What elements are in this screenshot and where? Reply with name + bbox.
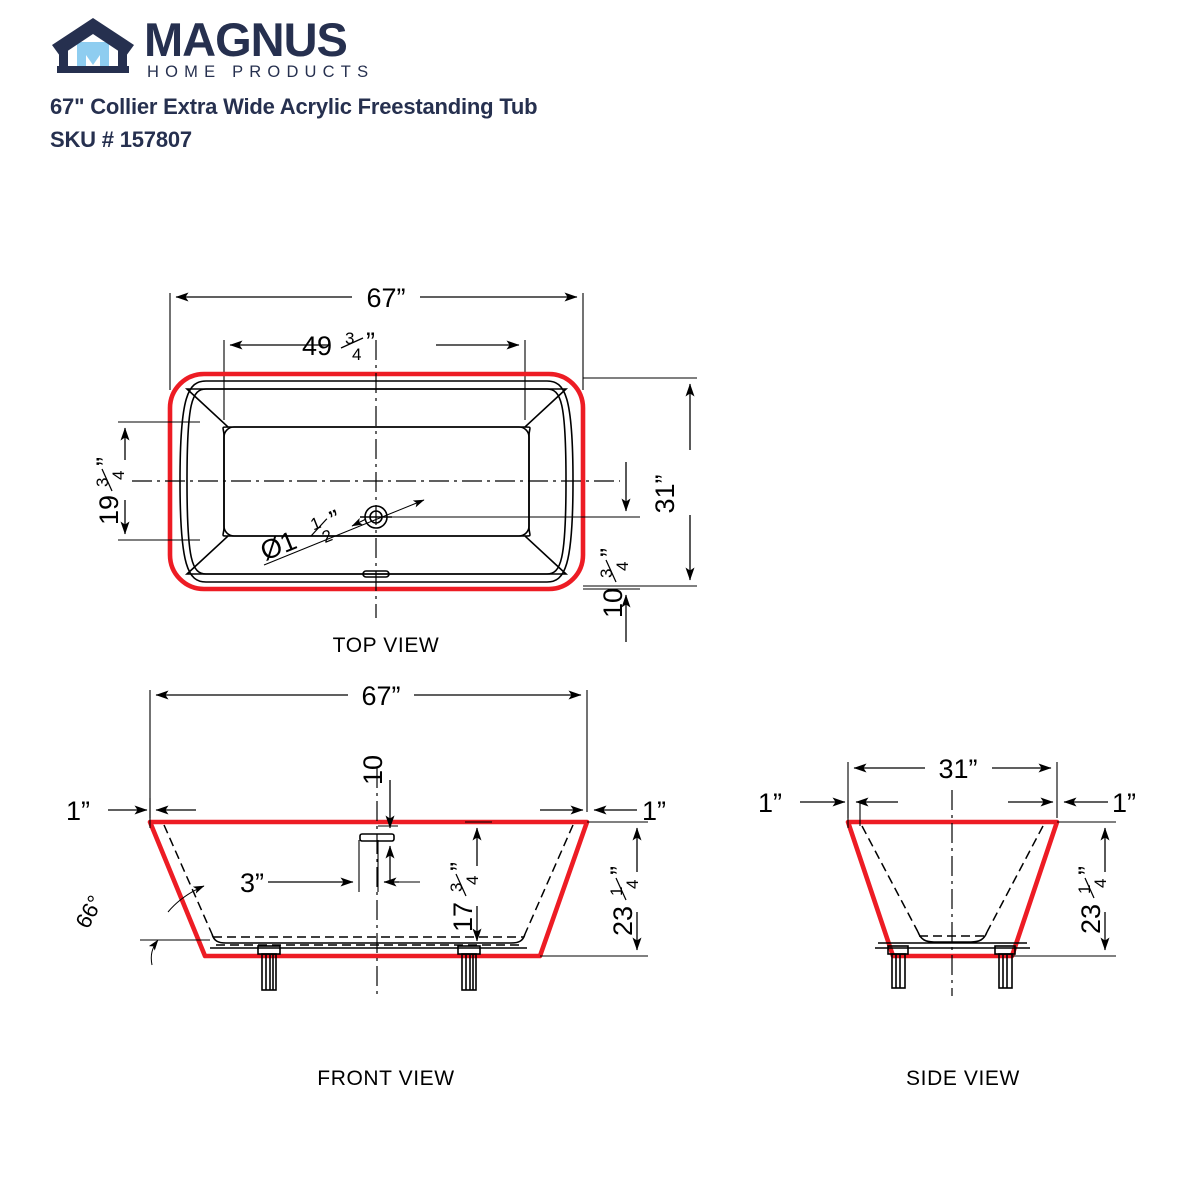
house-logo-icon bbox=[50, 14, 136, 76]
front-dim-rim-left: 1” bbox=[66, 796, 196, 826]
front-dim-3in-label: 3” bbox=[240, 868, 264, 898]
front-foot-right bbox=[457, 945, 481, 991]
svg-text:”: ” bbox=[595, 548, 625, 557]
svg-text:4: 4 bbox=[623, 880, 642, 889]
overflow-slot bbox=[362, 570, 390, 578]
top-dim-10-34-label: 10 3 4 ” bbox=[595, 548, 632, 618]
front-view: 67” bbox=[66, 681, 666, 1090]
top-dim-19-34-label: 19 3 4 ” bbox=[91, 457, 128, 525]
svg-text:23: 23 bbox=[1076, 904, 1106, 934]
top-dim-67-label: 67” bbox=[366, 283, 405, 313]
side-foot-right bbox=[994, 945, 1016, 989]
front-dim-interior-depth: 17 3 4 ” bbox=[445, 827, 482, 942]
side-dim-overall-height: 23 1 4 ” bbox=[1073, 827, 1110, 951]
front-outer-profile bbox=[147, 819, 590, 959]
front-inner-profile bbox=[163, 824, 213, 935]
svg-text:4: 4 bbox=[352, 345, 361, 364]
side-dim-31-label: 31” bbox=[938, 754, 977, 784]
brand-name: MAGNUS bbox=[144, 13, 348, 66]
front-dim-66deg-label: 66° bbox=[70, 891, 108, 932]
front-overflow-fitting bbox=[359, 833, 395, 842]
document-header: MAGNUS HOME PRODUCTS 67" Collier Extra W… bbox=[50, 14, 750, 153]
svg-text:3: 3 bbox=[447, 883, 466, 892]
svg-text:3: 3 bbox=[597, 569, 616, 578]
svg-text:1: 1 bbox=[607, 887, 626, 896]
top-rim-outline bbox=[179, 380, 574, 583]
front-dim-17-34-label: 17 3 4 ” bbox=[445, 862, 482, 932]
svg-text:19: 19 bbox=[94, 495, 124, 525]
top-dim-overall-length: 67” bbox=[175, 283, 578, 313]
front-dim-wall-angle: 66° bbox=[70, 885, 210, 966]
svg-text:”: ” bbox=[605, 866, 635, 875]
svg-text:4: 4 bbox=[109, 471, 128, 480]
front-dim-1in-right-label: 1” bbox=[642, 796, 666, 826]
front-dim-23-14-label: 23 1 4 ” bbox=[605, 866, 642, 936]
side-view-label: SIDE VIEW bbox=[906, 1067, 1020, 1090]
top-view: 67” 49 3 4 ” bbox=[91, 283, 697, 657]
top-dim-overall-width: 31” bbox=[650, 383, 695, 581]
top-dim-inner-width: 19 3 4 ” bbox=[91, 427, 130, 535]
front-dim-rim-right: 1” bbox=[540, 796, 666, 826]
svg-text:3: 3 bbox=[345, 329, 354, 348]
svg-text:1: 1 bbox=[1075, 885, 1094, 894]
front-foot-left bbox=[257, 945, 281, 991]
svg-text:23: 23 bbox=[608, 906, 638, 936]
svg-text:Ø1: Ø1 bbox=[256, 525, 301, 566]
brand-logo: MAGNUS HOME PRODUCTS bbox=[50, 14, 750, 82]
svg-text:49: 49 bbox=[302, 331, 332, 361]
side-dim-overall-width: 31” bbox=[853, 754, 1052, 784]
front-dim-1in-left-label: 1” bbox=[66, 796, 90, 826]
svg-text:”: ” bbox=[445, 862, 475, 871]
svg-text:17: 17 bbox=[448, 902, 478, 932]
top-dim-inner-length: 49 3 4 ” bbox=[229, 327, 520, 364]
side-view: 31” bbox=[758, 754, 1136, 1090]
top-view-label: TOP VIEW bbox=[333, 634, 440, 657]
svg-text:4: 4 bbox=[1091, 879, 1110, 888]
side-dim-rim-right: 1” bbox=[1008, 788, 1136, 818]
side-dim-23-14-label: 23 1 4 ” bbox=[1073, 866, 1110, 934]
svg-text:4: 4 bbox=[463, 876, 482, 885]
drain-leader-line bbox=[263, 499, 425, 566]
svg-text:”: ” bbox=[1073, 866, 1103, 875]
brand-tagline: HOME PRODUCTS bbox=[147, 63, 375, 81]
front-view-label: FRONT VIEW bbox=[317, 1067, 454, 1090]
svg-text:10: 10 bbox=[598, 588, 628, 618]
svg-text:”: ” bbox=[366, 327, 375, 357]
sku-label: SKU # 157807 bbox=[50, 127, 192, 152]
front-dim-overflow-offset: 3” bbox=[240, 868, 420, 898]
top-dim-49-34-label: 49 3 4 ” bbox=[302, 327, 375, 364]
svg-text:4: 4 bbox=[613, 562, 632, 571]
top-dim-drain-offset: 10 3 4 ” bbox=[595, 462, 632, 642]
front-dim-overall-height: 23 1 4 ” bbox=[605, 827, 642, 951]
svg-text:3: 3 bbox=[93, 478, 112, 487]
front-dim-overall-length: 67” bbox=[155, 681, 582, 711]
svg-text:”: ” bbox=[91, 457, 121, 466]
side-dim-1in-left-label: 1” bbox=[758, 788, 782, 818]
front-dim-67-label: 67” bbox=[361, 681, 400, 711]
side-inner-profile bbox=[861, 825, 919, 933]
side-foot-left bbox=[887, 945, 909, 989]
brand-wordmark: MAGNUS HOME PRODUCTS bbox=[144, 14, 374, 82]
front-dim-overflow-drop: 10 bbox=[358, 755, 398, 880]
side-dim-rim-left: 1” bbox=[758, 788, 898, 826]
side-dim-1in-right-label: 1” bbox=[1112, 788, 1136, 818]
front-dim-10-label: 10 bbox=[358, 755, 388, 785]
top-dim-31-label: 31” bbox=[650, 474, 680, 513]
page-title: 67" Collier Extra Wide Acrylic Freestand… bbox=[50, 94, 538, 119]
